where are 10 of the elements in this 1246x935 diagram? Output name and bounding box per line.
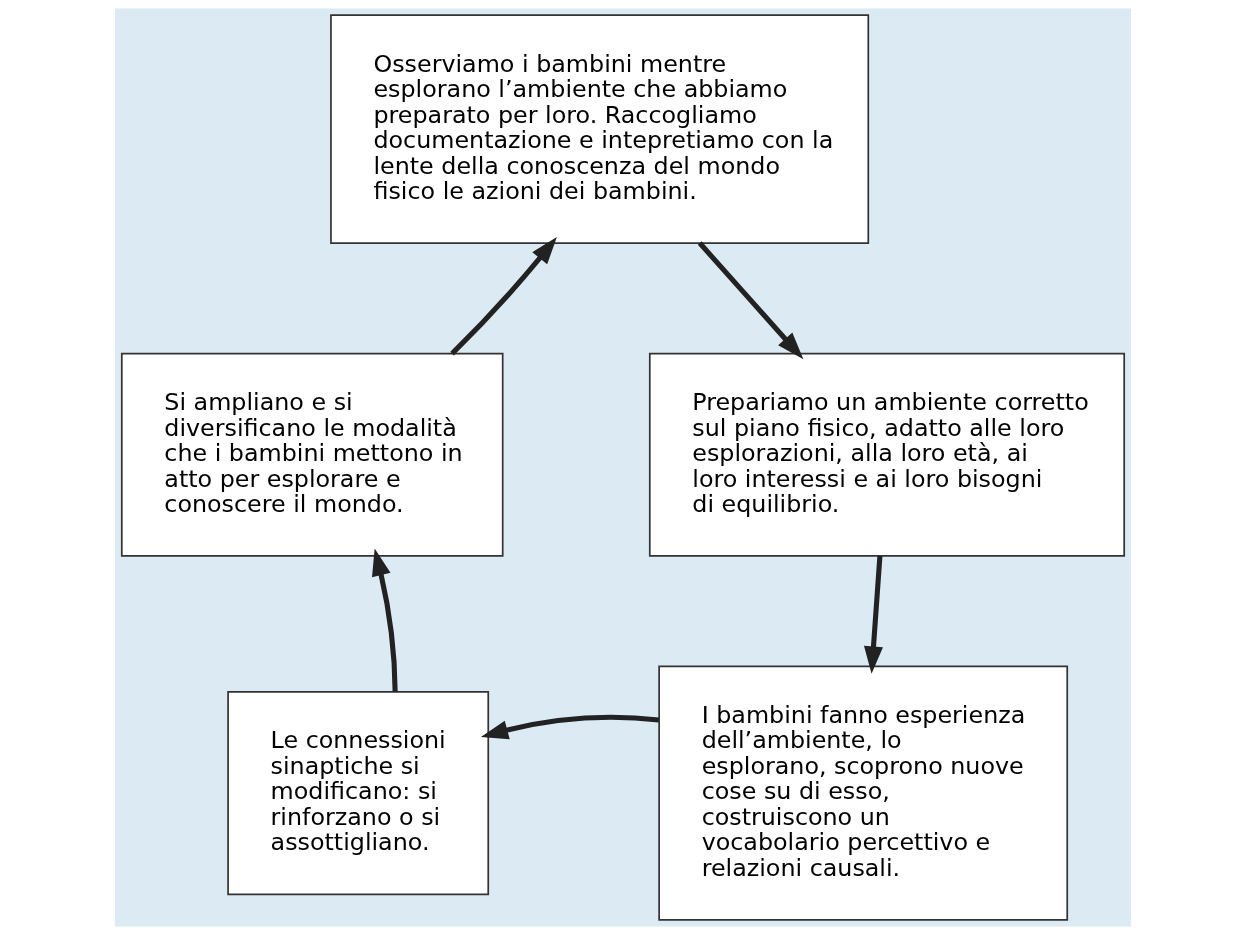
arrow — [697, 241, 804, 360]
node-box: Osserviamo i bambini mentre esplorano l’ambiente che abbiamo preparato per loro. Raccogliamo documentazione e intepretiamo con la lente della conoscenza del mondo fisico le azioni dei bambini. — [330, 14, 870, 244]
arrow — [372, 548, 398, 692]
node-box: I bambini fanno esperienza dell’ambiente, lo esplorano, scoprono nuove cose su di esso, costruiscono un vocabolario percettivo e relazioni causali. — [658, 665, 1069, 921]
arrow — [863, 555, 883, 674]
node-box: Le connessioni sinaptiche si modificano: si rinforzano o si assottigliano. — [227, 691, 490, 896]
node-box: Prepariamo un ambiente corretto sul piano fisico, adatto alle loro esplorazioni, alla loro età, ai loro interessi e ai loro bisogni di equilibrio. — [648, 352, 1126, 557]
arrow — [450, 237, 557, 356]
node-box: Si ampliano e si diversificano le modalità che i bambini mettono in atto per esplorare e conoscere il mondo. — [120, 352, 504, 557]
arrow — [480, 714, 660, 740]
